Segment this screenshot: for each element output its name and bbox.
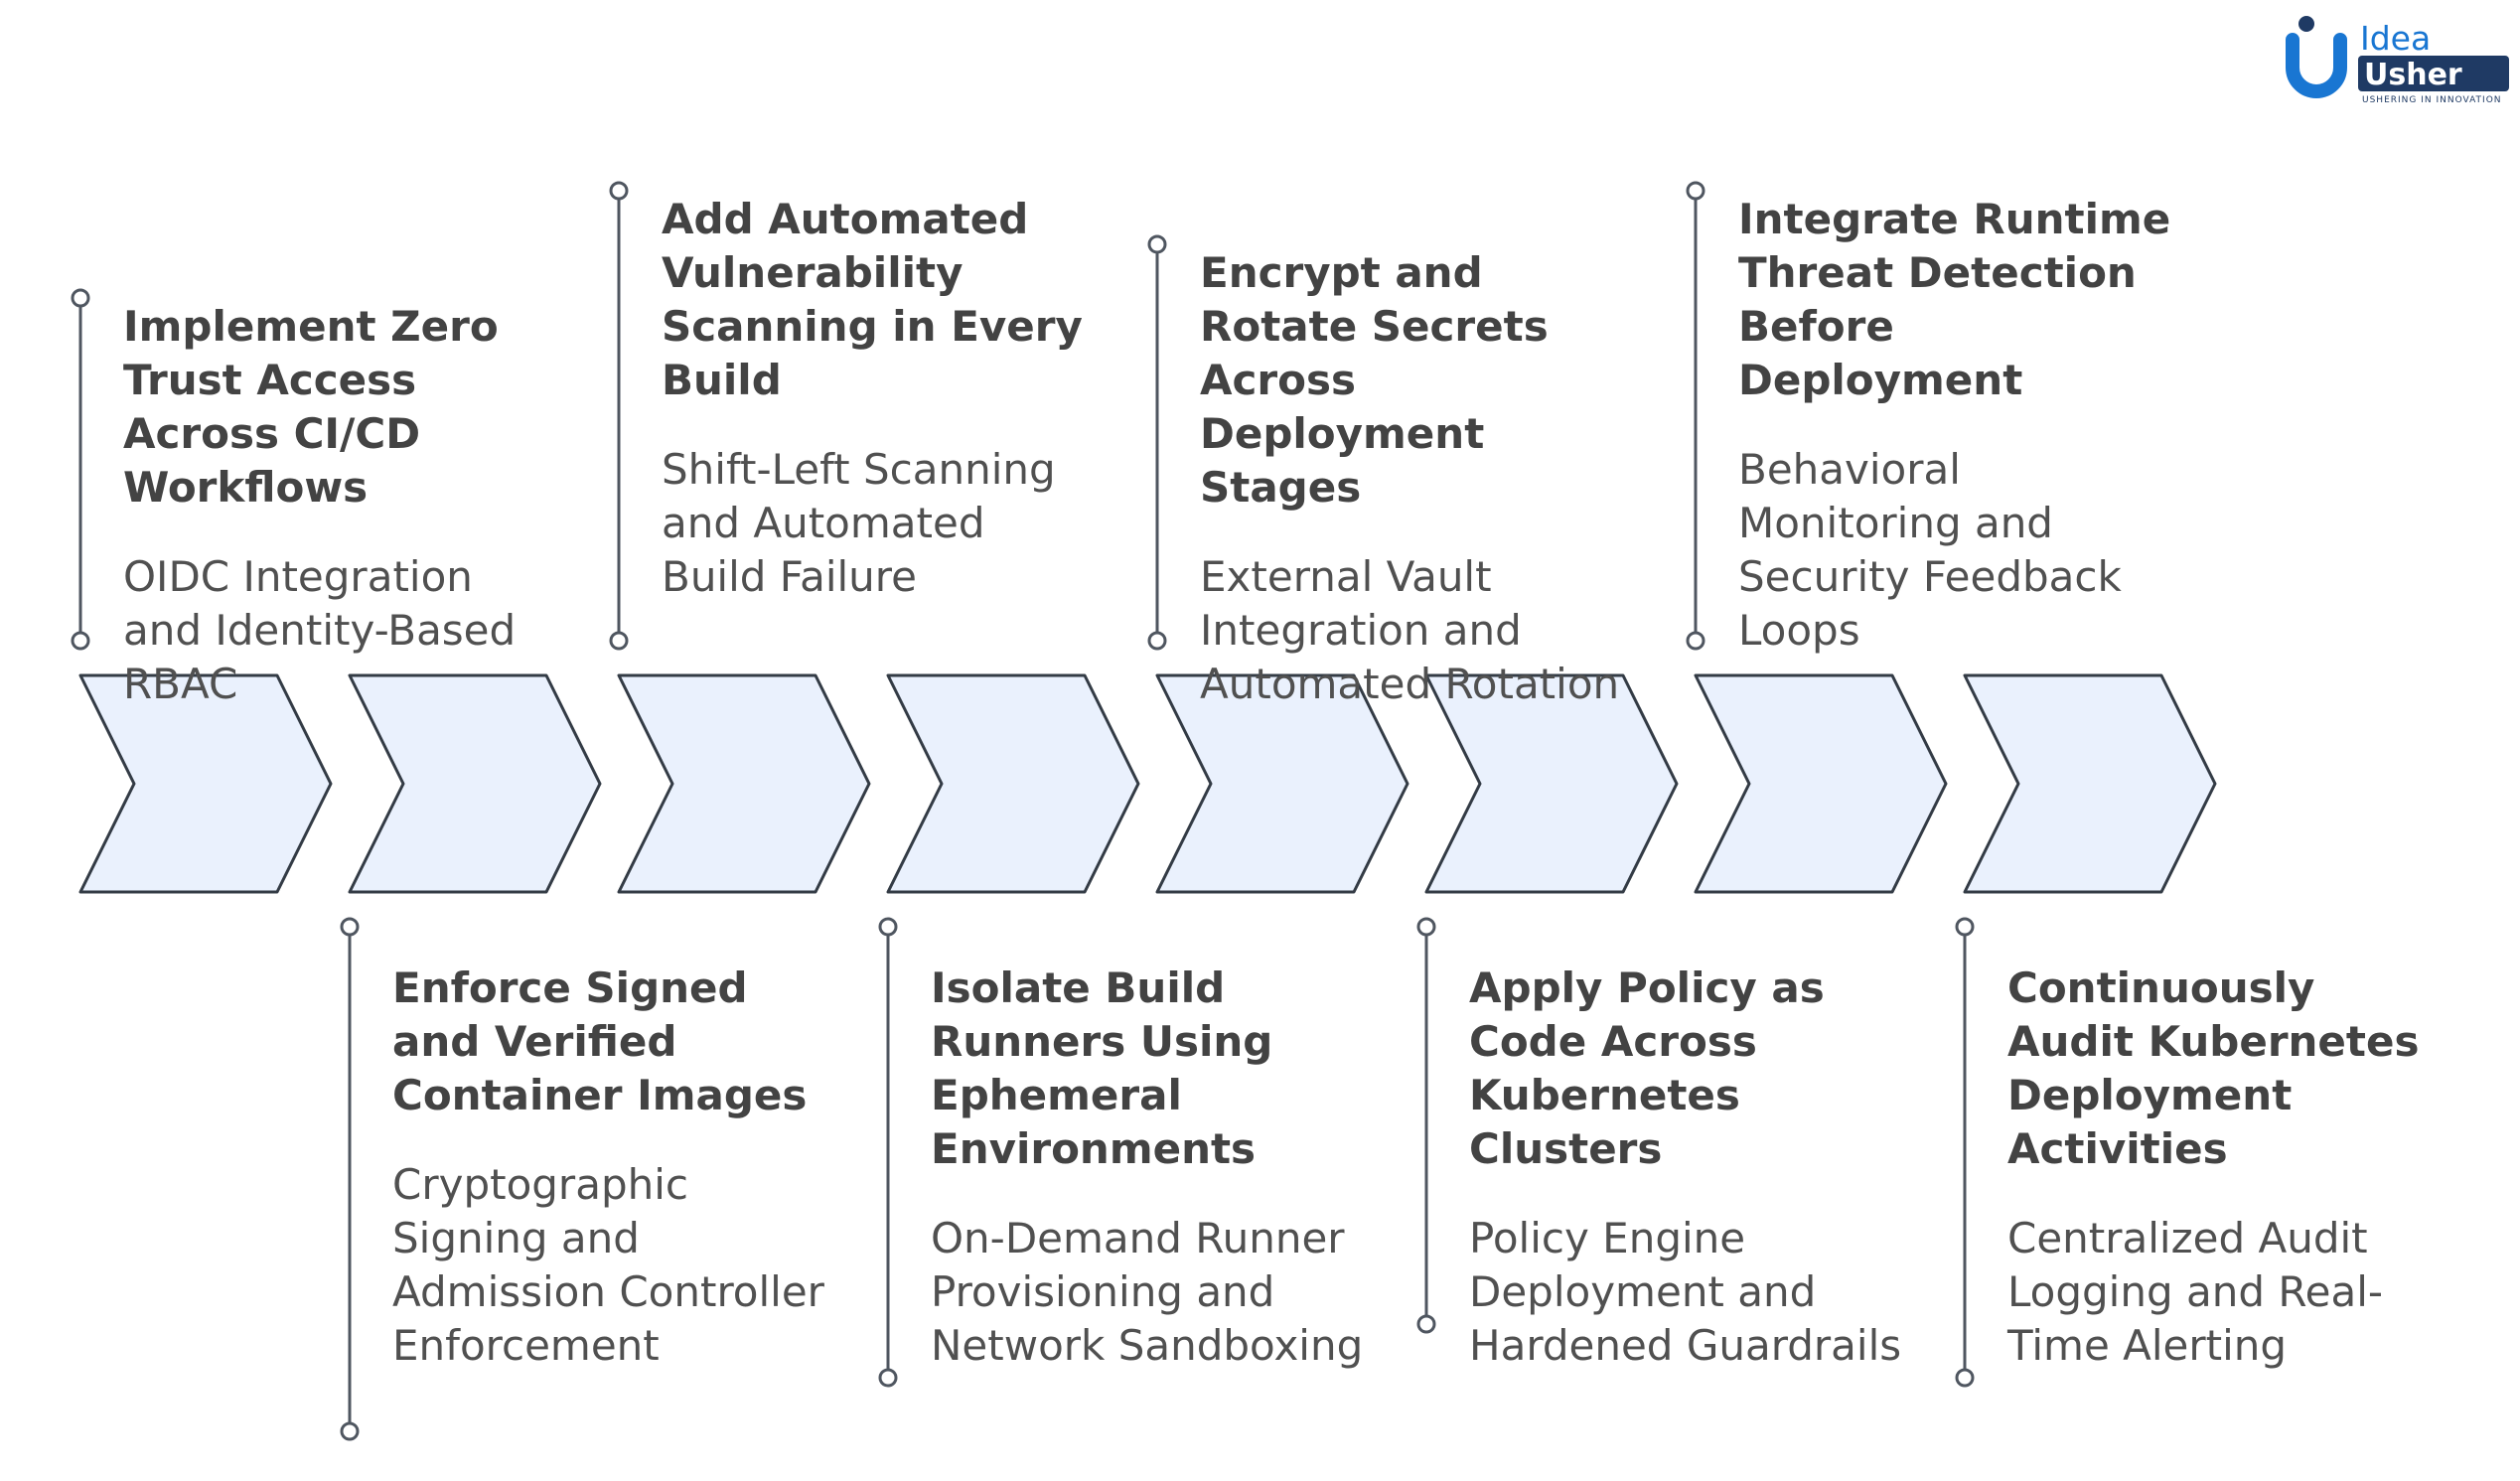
logo-tagline: USHERING IN INNOVATION xyxy=(2362,95,2502,105)
step-5-title: Encrypt and Rotate Secrets Across Deploy… xyxy=(1200,248,1549,512)
chevron-row xyxy=(78,673,2217,894)
step-3-title: Add Automated Vulnerability Scanning in … xyxy=(662,195,1083,404)
step-5-description: External Vault Integration and Automated… xyxy=(1200,552,1620,708)
step-4-title: Isolate Build Runners Using Ephemeral En… xyxy=(931,963,1273,1173)
connector-dot-5-start xyxy=(1147,234,1167,254)
connector-dot-1-start xyxy=(71,288,90,308)
step-1-description: OIDC Integration and Identity-Based RBAC xyxy=(123,552,517,708)
step-2-description: Cryptographic Signing and Admission Cont… xyxy=(392,1160,824,1370)
connector-lines xyxy=(71,181,1975,1441)
connector-dot-8-start xyxy=(1955,917,1975,937)
chevron-step-5 xyxy=(1155,673,1409,894)
step-6-description: Policy Engine Deployment and Hardened Gu… xyxy=(1469,1214,1902,1370)
idea-usher-logo: Idea Usher USHERING IN INNOVATION xyxy=(2285,14,2513,105)
chevron-step-3 xyxy=(617,673,871,894)
chevron-step-1 xyxy=(78,673,333,894)
connector-dot-7-end xyxy=(1686,631,1705,651)
step-4-description: On-Demand Runner Provisioning and Networ… xyxy=(931,1214,1364,1370)
connector-dot-4-start xyxy=(878,917,898,937)
step-7-description: Behavioral Monitoring and Security Feedb… xyxy=(1738,445,2122,655)
step-6-title: Apply Policy as Code Across Kubernetes C… xyxy=(1469,963,1825,1173)
step-8-description: Centralized Audit Logging and Real-Time … xyxy=(2007,1214,2384,1370)
logo-word-top: Idea xyxy=(2360,19,2431,58)
connector-dot-1-end xyxy=(71,631,90,651)
connector-dot-5-end xyxy=(1147,631,1167,651)
connector-dot-2-start xyxy=(340,917,360,937)
connector-dot-4-end xyxy=(878,1368,898,1388)
step-1-title: Implement Zero Trust Access Across CI/CD… xyxy=(123,302,499,512)
step-8-title: Continuously Audit Kubernetes Deployment… xyxy=(2007,963,2420,1173)
connector-dot-8-end xyxy=(1955,1368,1975,1388)
step-7-title: Integrate Runtime Threat Detection Befor… xyxy=(1738,195,2171,404)
logo-word-bottom: Usher xyxy=(2364,58,2462,92)
connector-dot-3-end xyxy=(609,631,629,651)
connector-dot-7-start xyxy=(1686,181,1705,201)
chevron-step-7 xyxy=(1694,673,1948,894)
connector-dot-3-start xyxy=(609,181,629,201)
chevron-step-8 xyxy=(1963,673,2217,894)
chevron-step-6 xyxy=(1424,673,1679,894)
chevron-step-2 xyxy=(348,673,602,894)
chevron-step-4 xyxy=(886,673,1140,894)
step-3-description: Shift-Left Scanning and Automated Build … xyxy=(662,445,1056,601)
connector-dot-2-end xyxy=(340,1421,360,1441)
step-2-title: Enforce Signed and Verified Container Im… xyxy=(392,963,808,1119)
connector-dot-6-end xyxy=(1416,1314,1436,1334)
connector-dot-6-start xyxy=(1416,917,1436,937)
